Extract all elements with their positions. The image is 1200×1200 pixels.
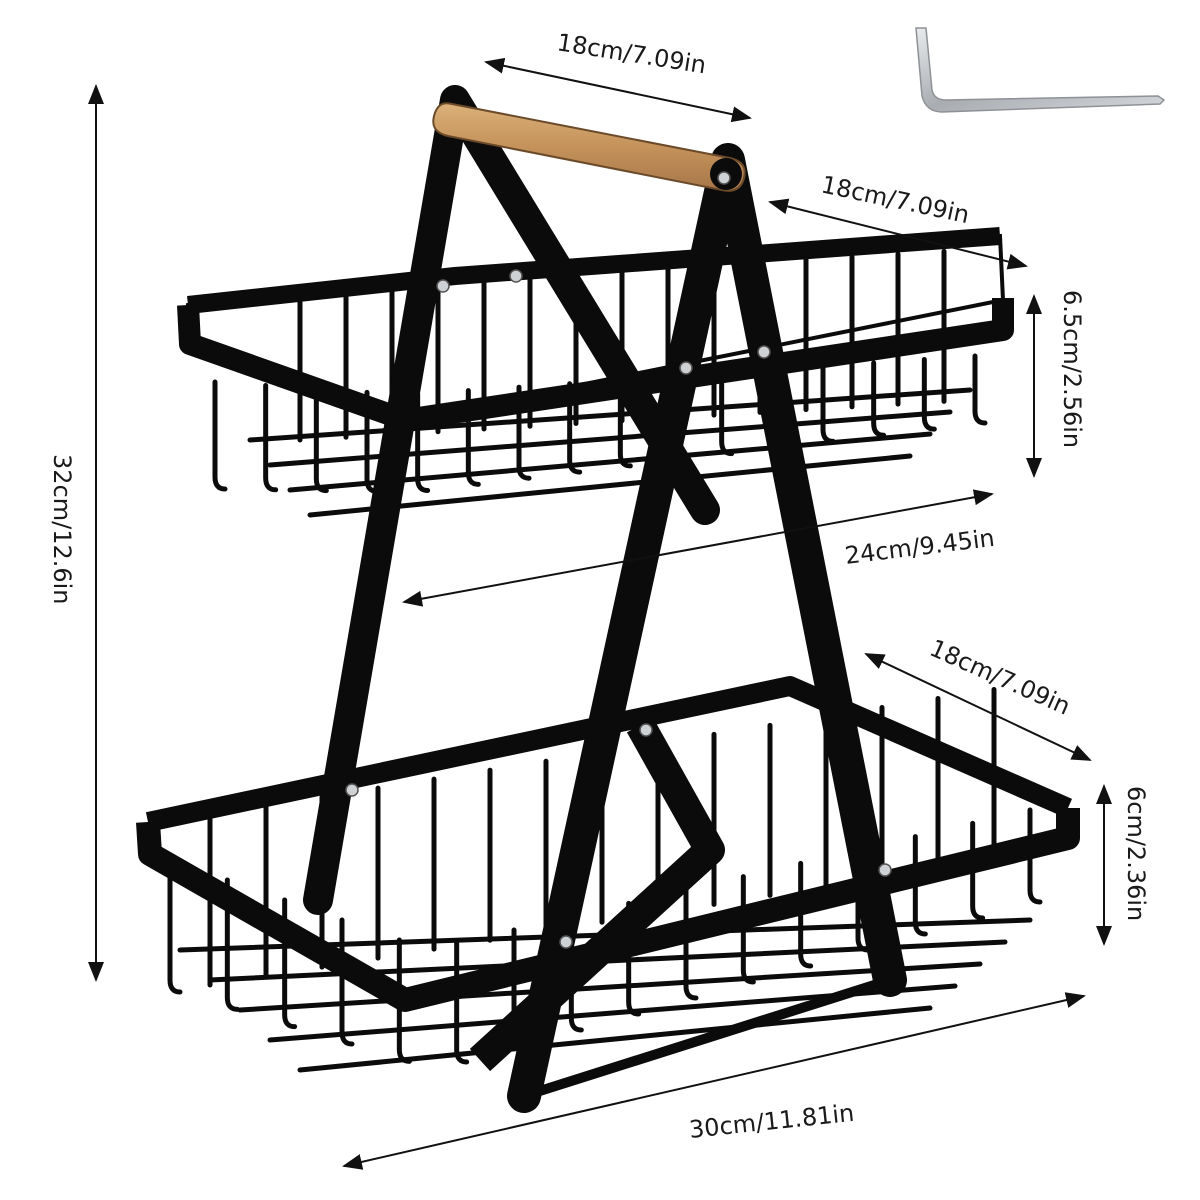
basket-wire bbox=[617, 377, 633, 469]
bottom-basket-width-label: 30cm/11.81in bbox=[688, 1099, 856, 1144]
wooden-handle bbox=[432, 102, 746, 192]
basket-wire bbox=[921, 356, 937, 432]
basket-wire bbox=[972, 353, 988, 426]
top-handle-width-label: 18cm/7.09in bbox=[555, 28, 708, 79]
basket-wire bbox=[167, 857, 183, 995]
basket-wire bbox=[224, 877, 240, 1012]
basket-wire bbox=[820, 363, 836, 444]
basket-wire bbox=[740, 874, 756, 985]
basket-wire bbox=[263, 382, 279, 493]
basket-wire bbox=[719, 370, 735, 457]
basket-wire bbox=[970, 820, 986, 921]
total-height-label: 32cm/12.6in bbox=[48, 454, 76, 605]
dimension-arrows bbox=[88, 57, 1112, 1170]
basket-wire bbox=[516, 384, 532, 481]
basket-wire bbox=[855, 847, 871, 953]
basket-wire bbox=[567, 381, 583, 475]
basket-wire bbox=[247, 387, 973, 443]
frame-span-label: 24cm/9.45in bbox=[843, 524, 996, 570]
basket-wire bbox=[912, 834, 928, 937]
basket-wire bbox=[297, 1005, 933, 1073]
allen-wrench-icon bbox=[915, 27, 1166, 113]
bottom-basket-depth-label: 18cm/7.09in bbox=[926, 634, 1075, 721]
basket-wire bbox=[1027, 807, 1043, 905]
basket-wire bbox=[465, 388, 481, 487]
top-basket bbox=[177, 227, 1014, 518]
basket-wire bbox=[313, 386, 329, 494]
basket-wire bbox=[454, 940, 470, 1065]
basket-wire bbox=[871, 360, 887, 438]
basket-wire bbox=[212, 379, 228, 492]
top-basket-height-label: 6.5cm/2.56in bbox=[1058, 290, 1086, 448]
basket-wire bbox=[282, 897, 298, 1030]
basket-wire bbox=[798, 860, 814, 969]
bottom-basket-height-label: 6cm/2.36in bbox=[1122, 786, 1150, 921]
